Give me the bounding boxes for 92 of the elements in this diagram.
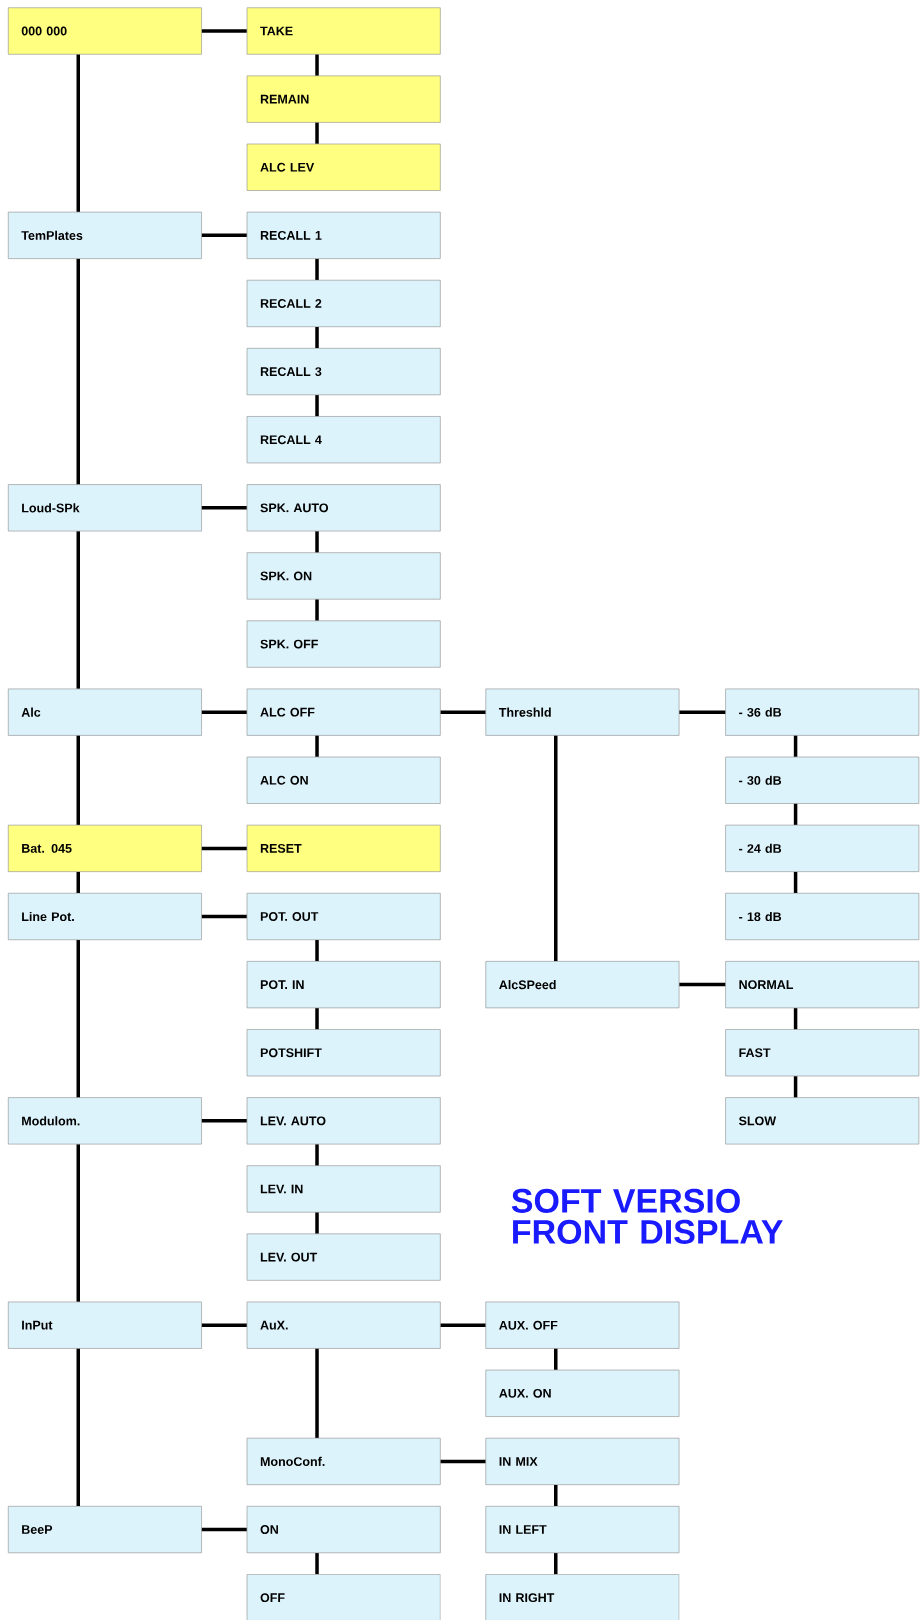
- menu-box: FAST: [725, 1029, 920, 1077]
- menu-box: AlcSPeed: [485, 961, 680, 1009]
- connector-line: [440, 1323, 486, 1327]
- connector-line: [440, 1459, 486, 1464]
- connector-line: [315, 395, 319, 417]
- connector-line: [315, 735, 319, 757]
- menu-box: SLOW: [725, 1097, 920, 1145]
- menu-box: 000 000: [7, 7, 202, 55]
- connector-line: [201, 1119, 247, 1123]
- menu-box: SPK. AUTO: [246, 484, 441, 532]
- menu-box: ALC LEV: [246, 143, 441, 191]
- menu-box: BeeP: [7, 1506, 202, 1554]
- connector-line: [793, 871, 798, 893]
- connector-line: [554, 1553, 558, 1575]
- menu-box: AUX. OFF: [485, 1301, 680, 1349]
- menu-box: IN LEFT: [485, 1506, 680, 1554]
- menu-box: IN MIX: [485, 1437, 680, 1485]
- connector-line: [76, 871, 80, 893]
- connector-line: [201, 29, 247, 33]
- menu-box: - 36 dB: [725, 688, 920, 736]
- connector-line: [679, 982, 726, 987]
- connector-line: [76, 1348, 80, 1506]
- menu-box: LEV. AUTO: [246, 1097, 441, 1145]
- menu-box: - 24 dB: [725, 824, 920, 872]
- connector-line: [76, 735, 80, 825]
- menu-box: RESET: [246, 824, 441, 872]
- connector-line: [793, 803, 798, 825]
- connector-line: [554, 1485, 558, 1506]
- connector-line: [315, 1008, 319, 1030]
- menu-box: RECALL 2: [246, 279, 441, 328]
- menu-box: Alc: [7, 688, 202, 736]
- menu-box: RECALL 4: [246, 416, 441, 464]
- connector-line: [315, 599, 319, 621]
- menu-box: RECALL 3: [246, 348, 441, 396]
- title-text: SOFT VERSIO FRONT DISPLAY: [511, 1188, 783, 1244]
- connector-line: [201, 233, 247, 238]
- connector-line: [76, 54, 80, 212]
- menu-box: MonoConf.: [246, 1437, 441, 1485]
- menu-box: Loud-SPk: [7, 484, 202, 532]
- menu-box: TAKE: [246, 7, 441, 55]
- connector-line: [315, 940, 319, 962]
- menu-box: RECALL 1: [246, 211, 441, 259]
- connector-line: [315, 258, 319, 280]
- menu-box: InPut: [7, 1301, 202, 1349]
- menu-box: POT. IN: [246, 961, 441, 1009]
- connector-line: [201, 710, 247, 714]
- connector-line: [793, 1008, 798, 1030]
- menu-box: ALC ON: [246, 756, 441, 804]
- connector-line: [315, 531, 319, 553]
- connector-line: [315, 54, 319, 76]
- menu-box: ALC OFF: [246, 688, 441, 736]
- connector-line: [201, 914, 247, 919]
- connector-line: [76, 940, 80, 1098]
- menu-box: AuX.: [246, 1301, 441, 1349]
- menu-box: LEV. IN: [246, 1165, 441, 1213]
- connector-line: [440, 710, 486, 714]
- menu-box: REMAIN: [246, 75, 441, 123]
- menu-box: Threshld: [485, 688, 680, 736]
- connector-line: [793, 1076, 798, 1098]
- menu-box: SPK. ON: [246, 552, 441, 600]
- menu-box: OFF: [246, 1574, 441, 1620]
- menu-box: - 18 dB: [725, 892, 920, 941]
- menu-box: TemPlates: [7, 211, 202, 259]
- connector-line: [315, 1553, 319, 1575]
- connector-line: [76, 258, 80, 485]
- connector-line: [201, 1323, 247, 1327]
- connector-line: [793, 735, 798, 757]
- menu-box: Line Pot.: [7, 892, 202, 941]
- connector-line: [201, 1527, 247, 1532]
- connector-line: [76, 531, 80, 689]
- menu-box: POT. OUT: [246, 892, 441, 941]
- connector-line: [554, 735, 558, 962]
- menu-box: NORMAL: [725, 961, 920, 1009]
- connector-line: [315, 1212, 319, 1234]
- menu-box: IN RIGHT: [485, 1574, 680, 1620]
- menu-box: LEV. OUT: [246, 1233, 441, 1281]
- connector-line: [315, 327, 319, 349]
- connector-line: [201, 846, 247, 851]
- menu-box: POTSHIFT: [246, 1029, 441, 1077]
- connector-line: [679, 710, 726, 714]
- connector-line: [315, 1348, 319, 1438]
- connector-line: [554, 1348, 558, 1370]
- menu-box: Bat. 045: [7, 824, 202, 872]
- menu-box: Modulom.: [7, 1097, 202, 1145]
- connector-line: [315, 1144, 319, 1166]
- connector-line: [76, 1144, 80, 1302]
- menu-box: AUX. ON: [485, 1369, 680, 1417]
- menu-box: ON: [246, 1506, 441, 1554]
- connector-line: [315, 122, 319, 144]
- connector-line: [201, 506, 247, 510]
- menu-box: SPK. OFF: [246, 620, 441, 668]
- menu-box: - 30 dB: [725, 756, 920, 804]
